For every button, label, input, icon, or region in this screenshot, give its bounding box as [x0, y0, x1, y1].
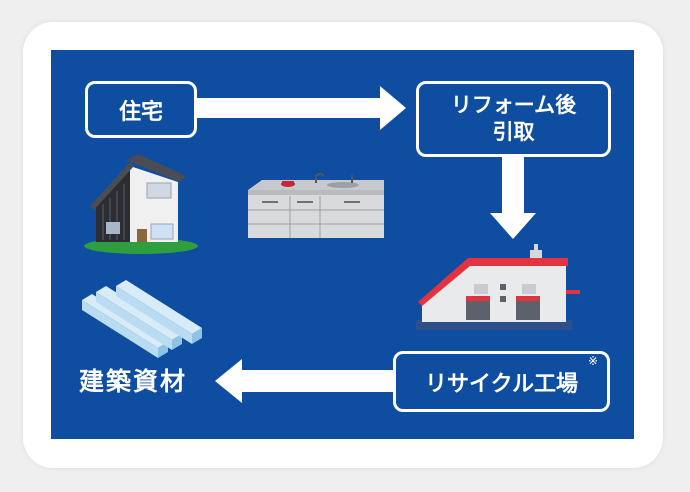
factory-icon: [416, 244, 580, 330]
house-icon: [84, 154, 198, 254]
after-reform-node: リフォーム後 引取: [416, 81, 611, 157]
after-reform-label-line1: リフォーム後: [450, 92, 577, 117]
arrow-right: [197, 86, 406, 130]
after-reform-label-line2: 引取: [492, 120, 535, 144]
factory-note-mark: ※: [588, 354, 599, 368]
arrow-down: [490, 157, 536, 239]
building-materials-label: 建築資材: [79, 367, 188, 396]
arrow-left: [215, 359, 393, 403]
factory-label: リサイクル工場: [425, 371, 578, 397]
lumber-boards-icon: [82, 280, 202, 358]
house-node: 住宅: [85, 81, 197, 138]
kitchen-counter-icon: [248, 173, 384, 238]
recycling-factory-node: リサイクル工場: [393, 351, 610, 412]
house-label: 住宅: [118, 99, 163, 125]
